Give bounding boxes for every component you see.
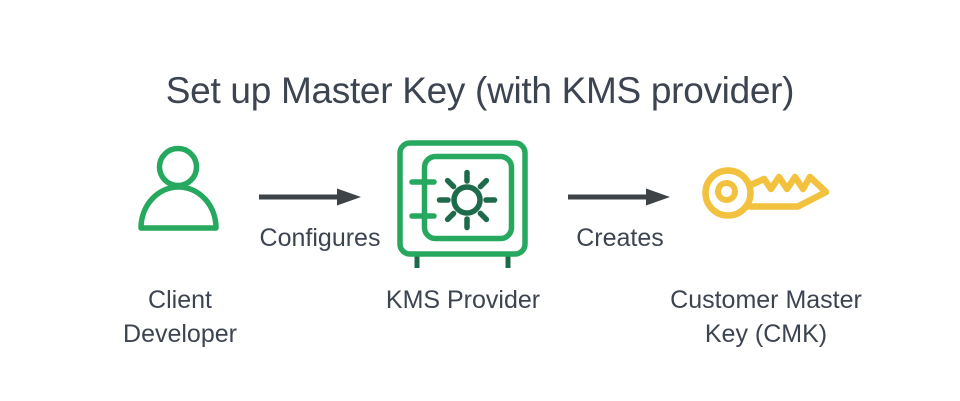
kms-provider-node [394,137,532,271]
key-icon [702,167,830,219]
person-icon [138,145,219,231]
node-label-client-developer: Client Developer [123,286,237,348]
arrow-right-icon [568,188,670,206]
client-developer-node [136,143,222,231]
configures-arrow [257,186,363,208]
node-label-customer-master-key: Customer Master Key (CMK) [670,286,862,348]
safe-icon [397,140,528,268]
node-label-kms-provider: KMS Provider [385,286,541,314]
creates-arrow [566,186,672,208]
edge-label-configures: Configures [259,224,381,252]
diagram-title: Set up Master Key (with KMS provider) [165,70,795,111]
edge-label-creates: Creates [576,224,664,252]
customer-master-key-node [698,163,830,223]
arrow-right-icon [259,188,361,206]
